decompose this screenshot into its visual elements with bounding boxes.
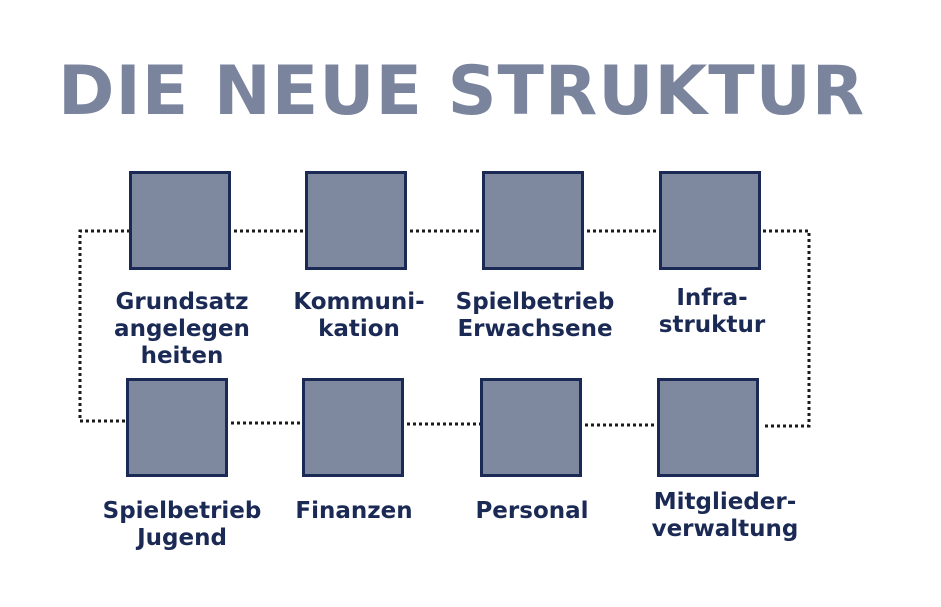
unit-box-kommunikation: [305, 171, 407, 270]
unit-label-line: kation: [318, 316, 400, 342]
unit-label-line: Jugend: [137, 525, 227, 551]
page-title: DIE NEUE STRUKTUR: [58, 52, 866, 131]
unit-box-mitgliederverwaltung: [657, 378, 759, 477]
unit-label-spielbetrieb-erwachsene: Spielbetrieb Erwachsene: [440, 289, 630, 343]
unit-box-spielbetrieb-erwachsene: [482, 171, 584, 270]
unit-label-line: Mitglieder-: [653, 489, 797, 515]
unit-box-personal: [480, 378, 582, 477]
unit-label-line: Personal: [475, 498, 589, 524]
unit-label-line: heiten: [140, 343, 224, 369]
unit-label-line: struktur: [658, 312, 766, 338]
unit-label-line: Erwachsene: [457, 316, 613, 342]
unit-label-grundsatzangelegenheiten: Grundsatz angelegen heiten: [87, 289, 277, 370]
unit-label-finanzen: Finanzen: [259, 498, 449, 525]
unit-label-kommunikation: Kommuni- kation: [264, 289, 454, 343]
unit-label-spielbetrieb-jugend: Spielbetrieb Jugend: [87, 498, 277, 552]
unit-label-infrastruktur: Infra- struktur: [617, 285, 807, 339]
unit-box-spielbetrieb-jugend: [126, 378, 228, 477]
unit-label-line: Spielbetrieb: [455, 289, 615, 315]
unit-label-personal: Personal: [437, 498, 627, 525]
unit-label-line: Finanzen: [295, 498, 413, 524]
unit-label-line: Grundsatz: [115, 289, 249, 315]
connector-line-top: [78, 229, 130, 423]
unit-label-line: Infra-: [676, 285, 748, 311]
unit-label-line: Spielbetrieb: [102, 498, 262, 524]
connector-line-right: [762, 229, 811, 428]
unit-box-finanzen: [302, 378, 404, 477]
unit-label-mitgliederverwaltung: Mitglieder- verwaltung: [630, 489, 820, 543]
unit-label-line: angelegen: [114, 316, 250, 342]
unit-label-line: verwaltung: [651, 516, 799, 542]
unit-box-infrastruktur: [659, 171, 761, 270]
unit-label-line: Kommuni-: [293, 289, 425, 315]
unit-box-grundsatzangelegenheiten: [129, 171, 231, 270]
